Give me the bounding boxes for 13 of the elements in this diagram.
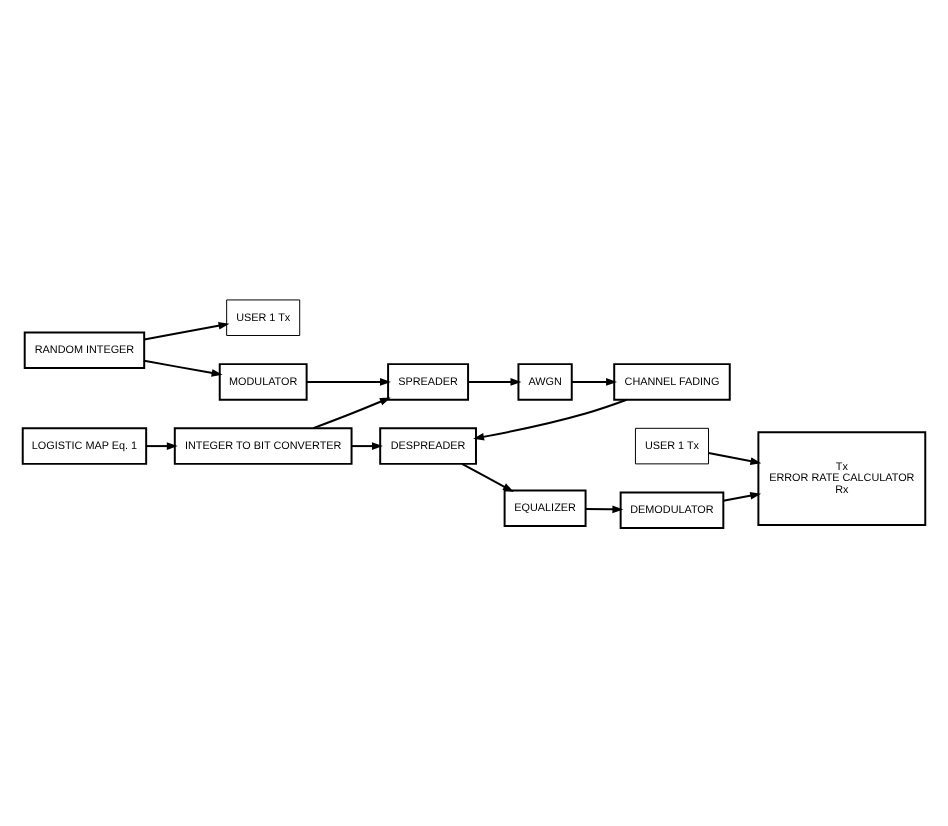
arrow xyxy=(570,377,617,385)
arrow xyxy=(306,377,391,385)
arrow xyxy=(143,321,230,340)
arrow xyxy=(143,358,223,376)
arrow xyxy=(312,396,391,429)
arrow xyxy=(707,451,762,464)
arrow xyxy=(584,504,624,513)
arrow xyxy=(467,377,522,385)
arrow xyxy=(145,441,178,449)
arrow xyxy=(473,397,628,440)
arrow xyxy=(722,490,762,501)
arrow xyxy=(461,461,514,491)
arrow xyxy=(350,441,383,449)
